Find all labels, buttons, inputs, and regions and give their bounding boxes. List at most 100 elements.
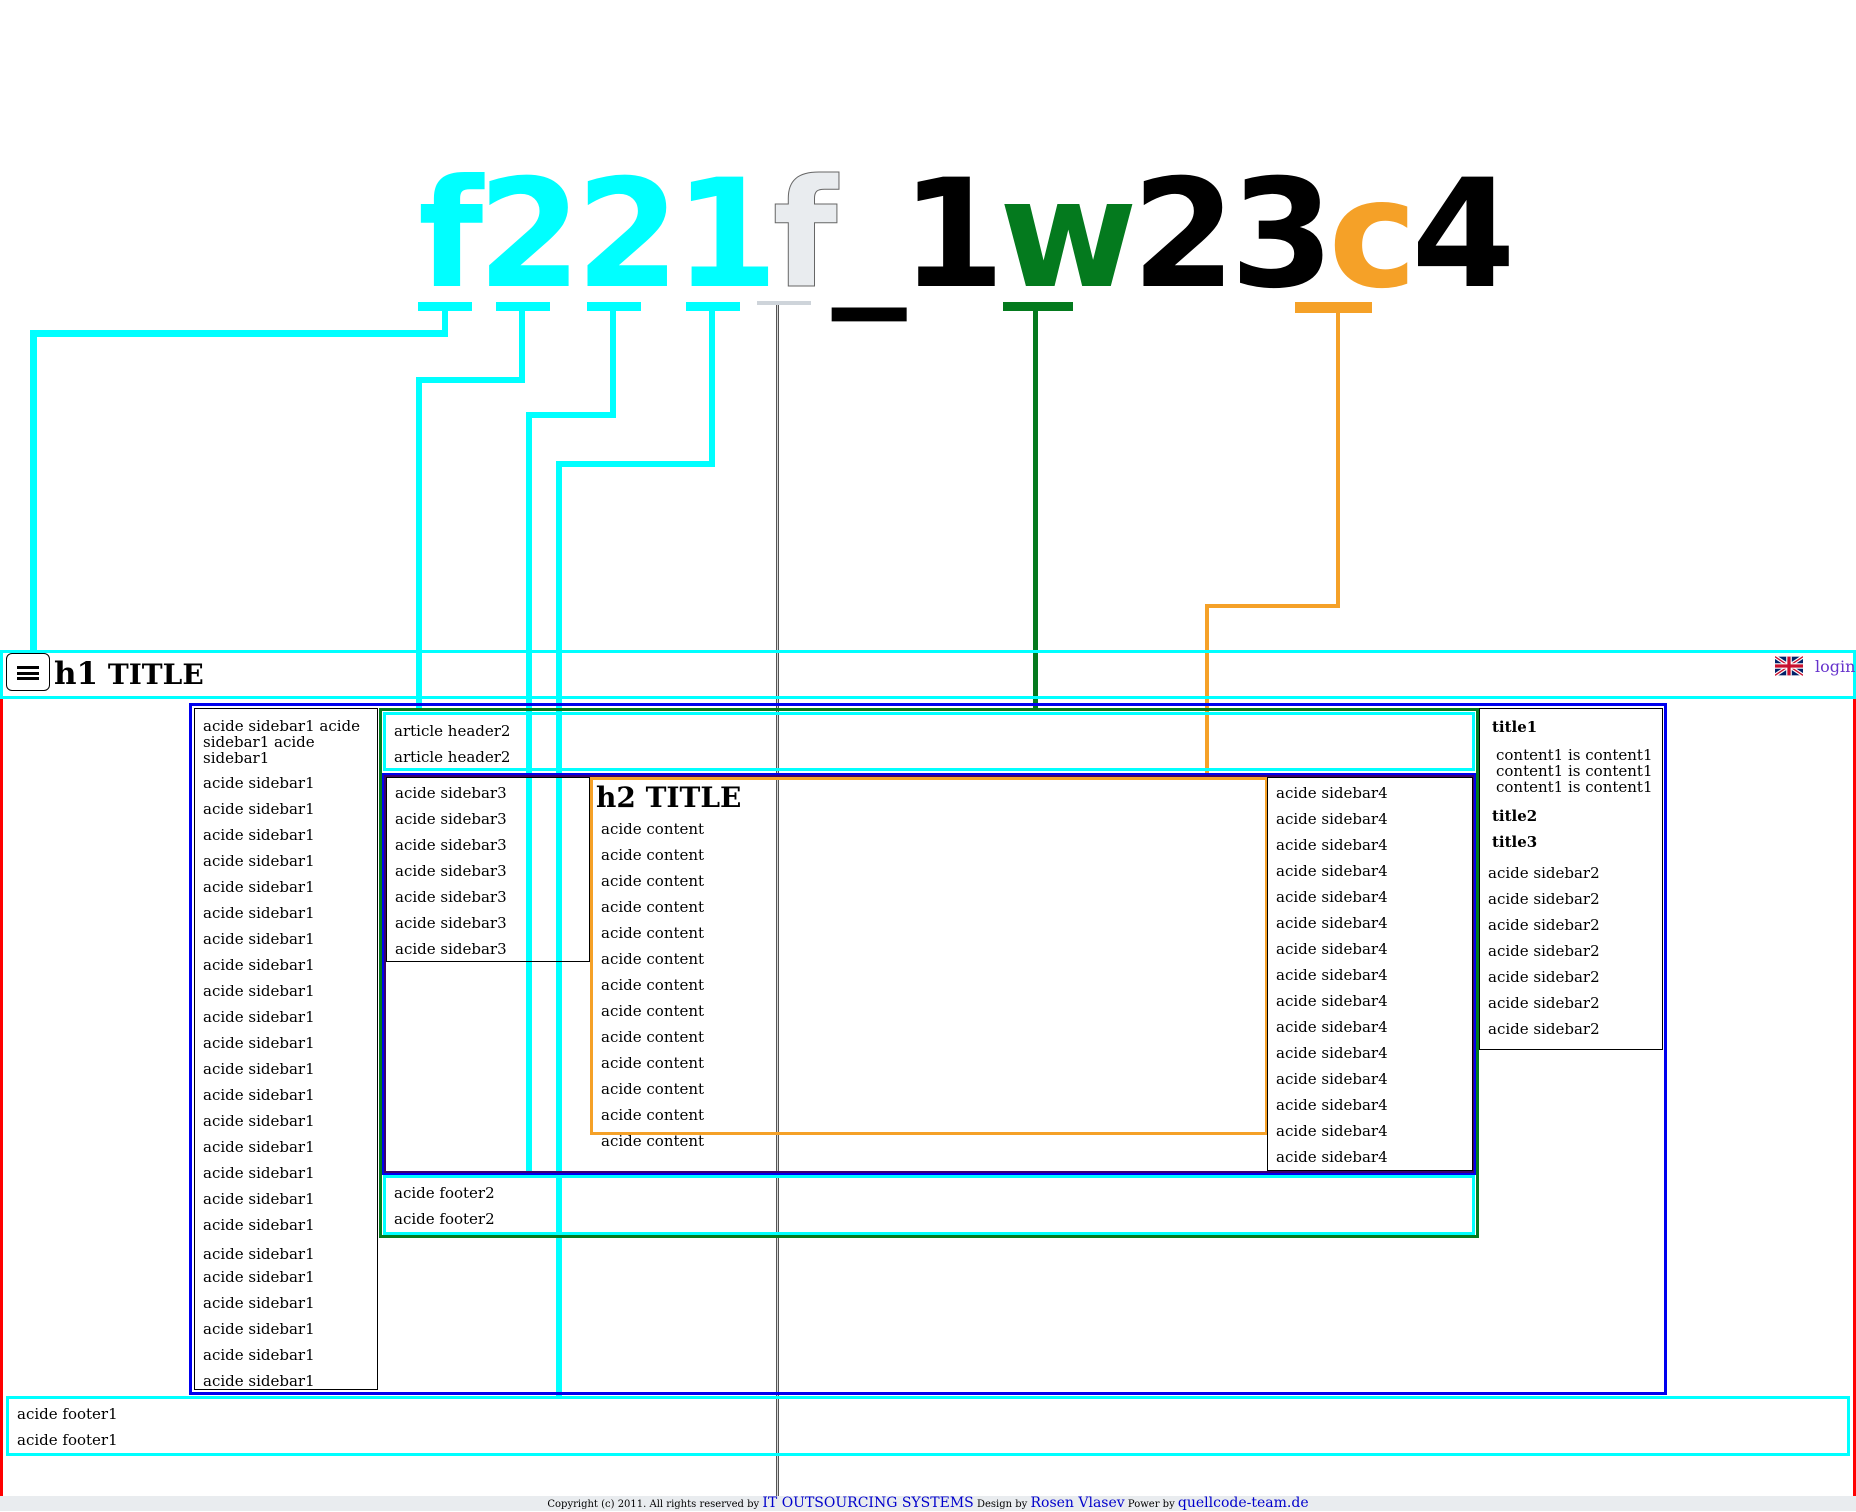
content-line: acide content (601, 1054, 705, 1072)
sidebar1: acide sidebar1 acide sidebar1 acide side… (194, 708, 378, 1390)
article-footer-line: acide footer2 (394, 1184, 495, 1202)
connector-line (776, 305, 779, 1501)
sidebar1-item: acide sidebar1 (203, 1294, 315, 1312)
sidebar4-item: acide sidebar4 (1276, 1044, 1388, 1062)
sidebar2-item: acide sidebar2 (1488, 968, 1600, 986)
sidebar4-item: acide sidebar4 (1276, 784, 1388, 802)
connector-line (556, 461, 715, 467)
connector-line (610, 302, 616, 418)
content1-line: content1 is content1 (1496, 746, 1653, 764)
code-char: 4 (1411, 148, 1515, 322)
sidebar1-item: acide sidebar1 acide sidebar1 acide side… (203, 717, 361, 767)
char-underline (1295, 302, 1372, 313)
connector-line (1205, 604, 1209, 779)
sidebar4-item: acide sidebar4 (1276, 1070, 1388, 1088)
connector-line (30, 330, 37, 653)
sidebar3-item: acide sidebar3 (395, 784, 507, 802)
sidebar2-item: acide sidebar2 (1488, 942, 1600, 960)
power-link[interactable]: quellcode-team.de (1177, 1495, 1309, 1511)
sidebar1-item: acide sidebar1 (203, 1268, 315, 1286)
sidebar3-item: acide sidebar3 (395, 836, 507, 854)
content1-line: content1 is content1 (1496, 762, 1653, 780)
sidebar2-item: acide sidebar2 (1488, 890, 1600, 908)
sidebar1-item: acide sidebar1 (203, 1320, 315, 1338)
sidebar2-item: acide sidebar2 (1488, 994, 1600, 1012)
sidebar1-item: acide sidebar1 (203, 1034, 315, 1052)
main-content: h2 TITLE acide content acide content aci… (590, 777, 1268, 1150)
article (379, 708, 1479, 1238)
sidebar1-item: acide sidebar1 (203, 1245, 315, 1263)
page-title: h1 TITLE (54, 655, 204, 694)
connector-line (526, 412, 616, 418)
sidebar1-item: acide sidebar1 (203, 1086, 315, 1104)
content-line: acide content (601, 950, 705, 968)
sidebar3-item: acide sidebar3 (395, 810, 507, 828)
content-line: acide content (601, 846, 705, 864)
uk-flag-icon[interactable] (1775, 656, 1803, 676)
code-string: f221f_1w23c4 (418, 148, 1516, 322)
content-line: acide content (601, 924, 705, 942)
sidebar3-item: acide sidebar3 (395, 888, 507, 906)
connector-line (442, 302, 448, 337)
code-char: f (418, 148, 483, 322)
sidebar2-item: acide sidebar2 (1488, 1020, 1600, 1038)
code-char: 1 (674, 148, 778, 322)
article-header-line: article header2 (394, 748, 511, 766)
sidebar2-title1: title1 (1492, 718, 1538, 736)
sidebar1-item: acide sidebar1 (203, 878, 315, 896)
sidebar4-item: acide sidebar4 (1276, 888, 1388, 906)
content-line: acide content (601, 1132, 705, 1150)
sidebar1-item: acide sidebar1 (203, 1112, 315, 1130)
connector-line (526, 412, 532, 1174)
article-body (382, 773, 1476, 1175)
sidebar1-item: acide sidebar1 (203, 1164, 315, 1182)
title-prefix: h1 (54, 656, 99, 692)
site-header (0, 650, 1856, 699)
title-text: TITLE (107, 658, 204, 691)
footer-line: acide footer1 (17, 1431, 118, 1449)
sidebar1-item: acide sidebar1 (203, 1008, 315, 1026)
sidebar4-item: acide sidebar4 (1276, 836, 1388, 854)
connector-line (1033, 311, 1038, 709)
content-line: acide content (601, 872, 705, 890)
designer-link[interactable]: Rosen Vlasev (1030, 1495, 1125, 1511)
copyright-bar: Copyright (c) 2011. All rights reserved … (0, 1496, 1856, 1511)
design-text: Design by (976, 1499, 1028, 1510)
copyright-text: Copyright (c) 2011. All rights reserved … (547, 1499, 760, 1510)
code-char: 2 (575, 148, 680, 322)
code-char: 2 (1131, 148, 1236, 322)
code-char: 2 (477, 148, 581, 322)
article-header-line: article header2 (394, 722, 511, 740)
section-title: h2 TITLE (593, 780, 1265, 816)
site-footer: acide footer1 acide footer1 (6, 1396, 1850, 1456)
sidebar4-item: acide sidebar4 (1276, 862, 1388, 880)
content1-line: content1 is content1 (1496, 778, 1653, 796)
sidebar4-item: acide sidebar4 (1276, 810, 1388, 828)
article-body-inner (384, 775, 1474, 1173)
sidebar1-item: acide sidebar1 (203, 800, 315, 818)
login-link[interactable]: login (1815, 657, 1856, 676)
h2-text: TITLE (645, 781, 742, 814)
sidebar2-content1: content1 is content1 content1 is content… (1480, 737, 1662, 803)
sidebar1-item: acide sidebar1 (203, 904, 315, 922)
sidebar3-item: acide sidebar3 (395, 862, 507, 880)
sidebar1-item: acide sidebar1 (203, 1216, 315, 1234)
footer-line: acide footer1 (17, 1405, 118, 1423)
sidebar1-item: acide sidebar1 (203, 1138, 315, 1156)
sidebar2-item: acide sidebar2 (1488, 916, 1600, 934)
sidebar4-item: acide sidebar4 (1276, 940, 1388, 958)
sidebar2-item: acide sidebar2 (1488, 864, 1600, 882)
sidebar4: acide sidebar4 acide sidebar4 acide side… (1267, 777, 1473, 1171)
sidebar1-item: acide sidebar1 (203, 774, 315, 792)
sidebar4-item: acide sidebar4 (1276, 1018, 1388, 1036)
code-char: _ (831, 148, 907, 322)
sidebar4-item: acide sidebar4 (1276, 1096, 1388, 1114)
char-underline (757, 301, 811, 305)
sidebar2-title3: title3 (1492, 833, 1538, 851)
code-char: w (999, 148, 1138, 322)
menu-button[interactable] (6, 653, 50, 691)
page-frame (0, 697, 1856, 1497)
company-link[interactable]: IT OUTSOURCING SYSTEMS (762, 1495, 974, 1511)
sidebar1-item: acide sidebar1 (203, 826, 315, 844)
sidebar3-item: acide sidebar3 (395, 914, 507, 932)
